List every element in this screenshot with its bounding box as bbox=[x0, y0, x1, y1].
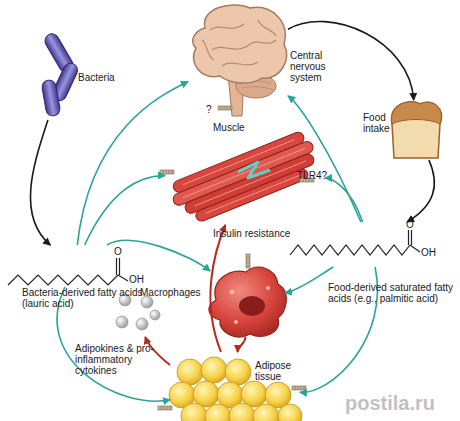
brain-gyri bbox=[202, 20, 276, 66]
question-mark: ? bbox=[206, 104, 212, 115]
fatty-acid-node: Food-derived saturated fatty acids (e.g.… bbox=[288, 222, 453, 267]
node-note: Insulin resistance bbox=[213, 228, 313, 239]
node-label: Food intake bbox=[363, 112, 395, 134]
node-label: Adipokines & pro-inflammatory cytokines bbox=[75, 343, 157, 376]
cerebrum bbox=[193, 5, 287, 83]
node-label: Macrophages bbox=[140, 287, 208, 298]
cytokine-particles bbox=[116, 294, 160, 330]
arrow-connector bbox=[30, 120, 50, 245]
receptor-label: TLR4? bbox=[297, 170, 327, 181]
bacterium-rod bbox=[41, 79, 61, 117]
carbon-chain bbox=[8, 275, 118, 285]
node-label: Central nervous system bbox=[290, 50, 345, 83]
atom-label: O bbox=[114, 246, 122, 257]
signal-spark bbox=[238, 162, 270, 178]
fat-cell bbox=[253, 404, 279, 421]
cytokine bbox=[116, 316, 128, 328]
watermark: postila.ru bbox=[345, 392, 435, 414]
receptor bbox=[292, 386, 306, 390]
arrow-connector bbox=[107, 240, 210, 271]
adipose-node: Adipose tissue bbox=[170, 352, 300, 421]
granule bbox=[230, 290, 235, 295]
receptor bbox=[160, 170, 174, 174]
bread-crust bbox=[392, 102, 442, 124]
node-label: Bacteria-derived fatty acids (lauric aci… bbox=[22, 287, 147, 309]
brain-node: Central nervous system bbox=[188, 2, 288, 114]
arrow-connector bbox=[288, 96, 361, 222]
fat-cell bbox=[177, 359, 203, 385]
granule bbox=[266, 286, 270, 290]
cytokine bbox=[136, 318, 148, 330]
fat-cell bbox=[201, 357, 227, 383]
fat-cell bbox=[181, 403, 207, 421]
fiber-striation bbox=[178, 137, 313, 219]
arrow-connector bbox=[77, 82, 188, 245]
palmitic-acid-structure bbox=[290, 230, 420, 255]
arrow-connector bbox=[210, 225, 225, 352]
carbon-chain bbox=[290, 245, 410, 255]
bread-illustration bbox=[392, 102, 442, 158]
receptor bbox=[218, 106, 232, 110]
macrophage-node: Macrophages bbox=[210, 265, 285, 337]
bread-loaf bbox=[392, 102, 442, 158]
carboxyl-bonds bbox=[409, 230, 421, 252]
food-node: Food intake bbox=[388, 100, 443, 160]
node-label: Bacteria bbox=[78, 72, 128, 83]
nucleus bbox=[239, 296, 265, 316]
adipose-illustration bbox=[158, 357, 306, 421]
macrophage-cell bbox=[209, 267, 286, 337]
bacteria-node: Bacteria bbox=[40, 30, 85, 120]
carboxyl-bonds bbox=[117, 258, 129, 281]
node-label: Food-derived saturated fatty acids (e.g.… bbox=[328, 282, 456, 304]
node-label: Adipose tissue bbox=[255, 360, 303, 382]
fatty-acid-node: Bacteria-derived fatty acids (lauric aci… bbox=[5, 245, 145, 287]
arrow-connector bbox=[407, 160, 434, 222]
bacteria-illustration bbox=[41, 31, 80, 117]
cytokine-node: Adipokines & pro-inflammatory cytokines bbox=[112, 292, 162, 337]
fat-cell bbox=[229, 403, 255, 421]
atom-label: OH bbox=[421, 247, 436, 258]
arrow-connector bbox=[325, 178, 363, 222]
fat-cell bbox=[225, 359, 251, 385]
arrow-connector bbox=[85, 176, 165, 245]
fat-cell bbox=[205, 404, 231, 421]
brain-illustration bbox=[193, 5, 287, 116]
cytokine bbox=[150, 310, 160, 320]
lauric-acid-structure bbox=[8, 258, 128, 285]
node-label: Muscle bbox=[213, 122, 273, 133]
atom-label: OH bbox=[129, 274, 144, 285]
arrow-connector bbox=[285, 267, 333, 293]
receptor bbox=[158, 406, 172, 410]
atom-label: O bbox=[406, 219, 414, 230]
fat-cell bbox=[278, 404, 302, 421]
arrow-connector bbox=[238, 337, 246, 352]
granule bbox=[234, 320, 238, 324]
arrow-connector bbox=[57, 287, 170, 401]
receptor bbox=[246, 254, 250, 268]
macrophage-illustration bbox=[209, 254, 286, 337]
arrow-connector bbox=[288, 21, 414, 100]
